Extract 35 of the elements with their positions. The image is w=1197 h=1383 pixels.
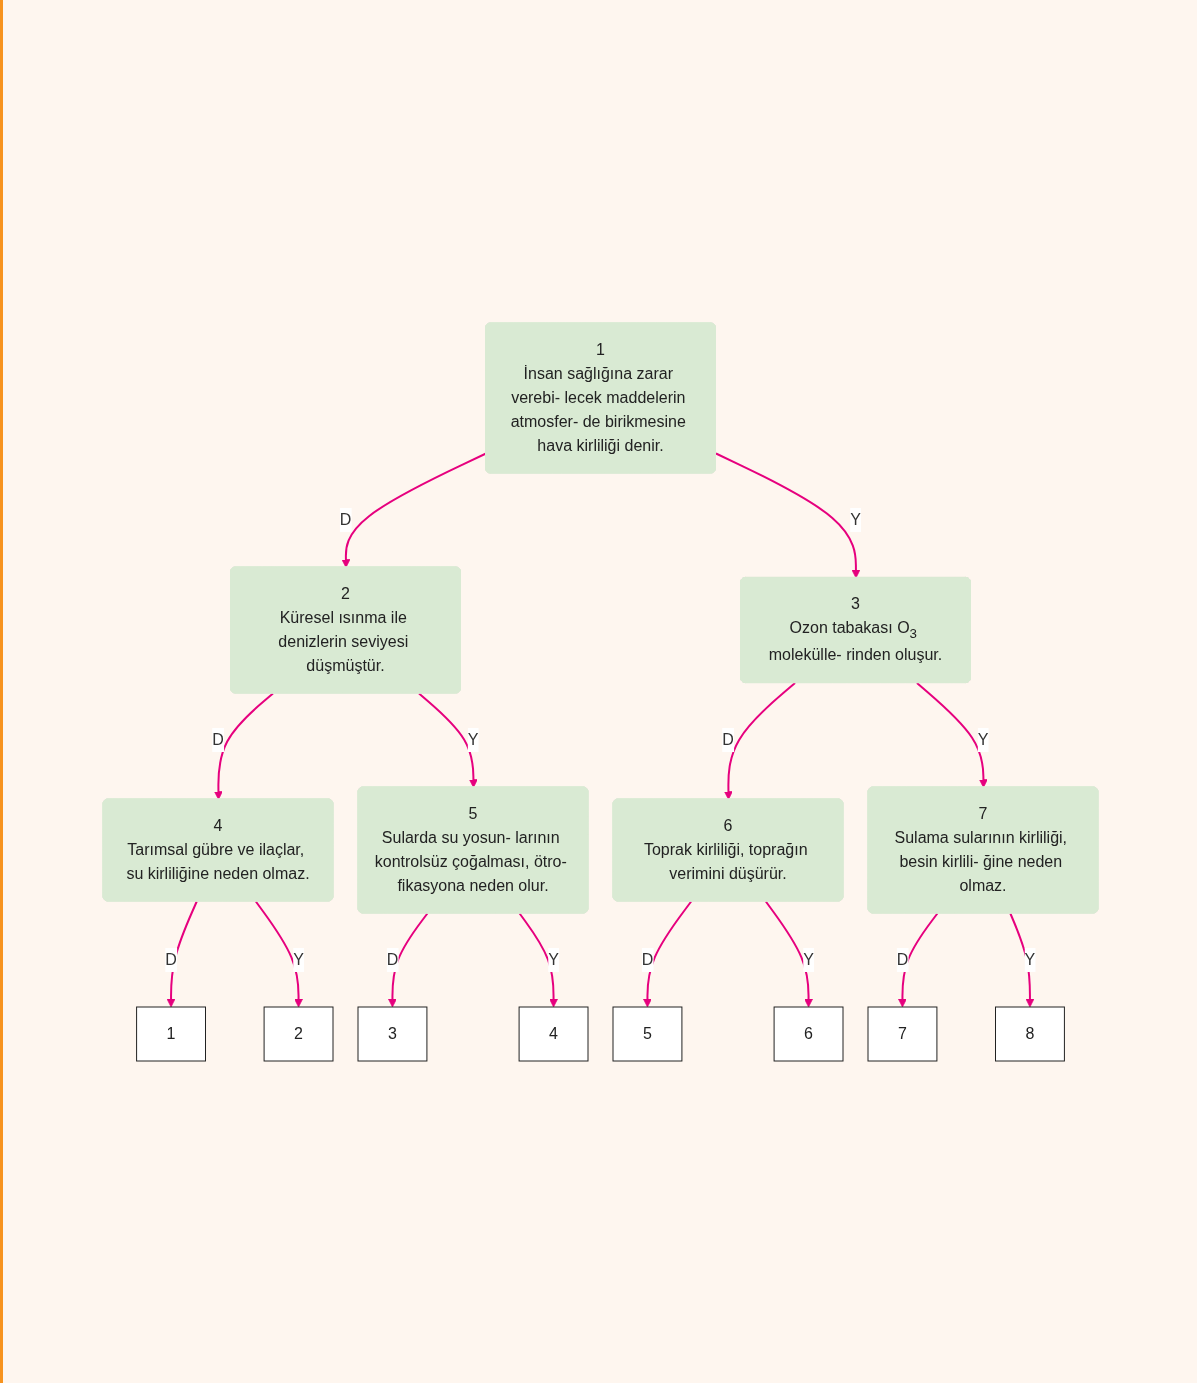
- edge-label: Y: [547, 950, 559, 968]
- node-box: 7: [867, 1006, 937, 1061]
- arrow: [723, 681, 796, 800]
- edge-label: Y: [467, 730, 478, 748]
- arrow: [341, 452, 487, 568]
- arrow: [897, 912, 938, 1007]
- node-box: 5: [612, 1006, 682, 1061]
- edge-label: D: [721, 730, 734, 748]
- arrow: [387, 912, 428, 1007]
- arrow: [254, 900, 303, 1007]
- arrow: [764, 900, 813, 1007]
- arrow: [642, 900, 692, 1007]
- edge-label: D: [164, 950, 177, 968]
- arrow: [518, 912, 558, 1007]
- edge-label: Y: [849, 510, 861, 528]
- arrow: [714, 452, 860, 578]
- arrow: [417, 692, 478, 788]
- edge-label: Y: [802, 950, 814, 968]
- edge-label: D: [211, 730, 224, 748]
- edge-label: Y: [292, 950, 304, 968]
- arrow: [213, 692, 274, 800]
- node-box: 4: [518, 1006, 588, 1061]
- node-box: 6: [773, 1006, 843, 1061]
- arrow: [1008, 912, 1034, 1007]
- edge-label: Y: [977, 730, 988, 748]
- edge-label: D: [386, 950, 398, 968]
- node-box: 8: [994, 1006, 1065, 1061]
- node-box: 2: [263, 1006, 333, 1061]
- edge-label: Y: [1024, 950, 1035, 968]
- edge-label: D: [641, 950, 653, 968]
- node-box: 3: [357, 1006, 427, 1061]
- arrow: [915, 681, 988, 788]
- edge-label: D: [339, 510, 351, 528]
- edge-label: D: [896, 950, 908, 968]
- node-box: 1: [135, 1006, 206, 1061]
